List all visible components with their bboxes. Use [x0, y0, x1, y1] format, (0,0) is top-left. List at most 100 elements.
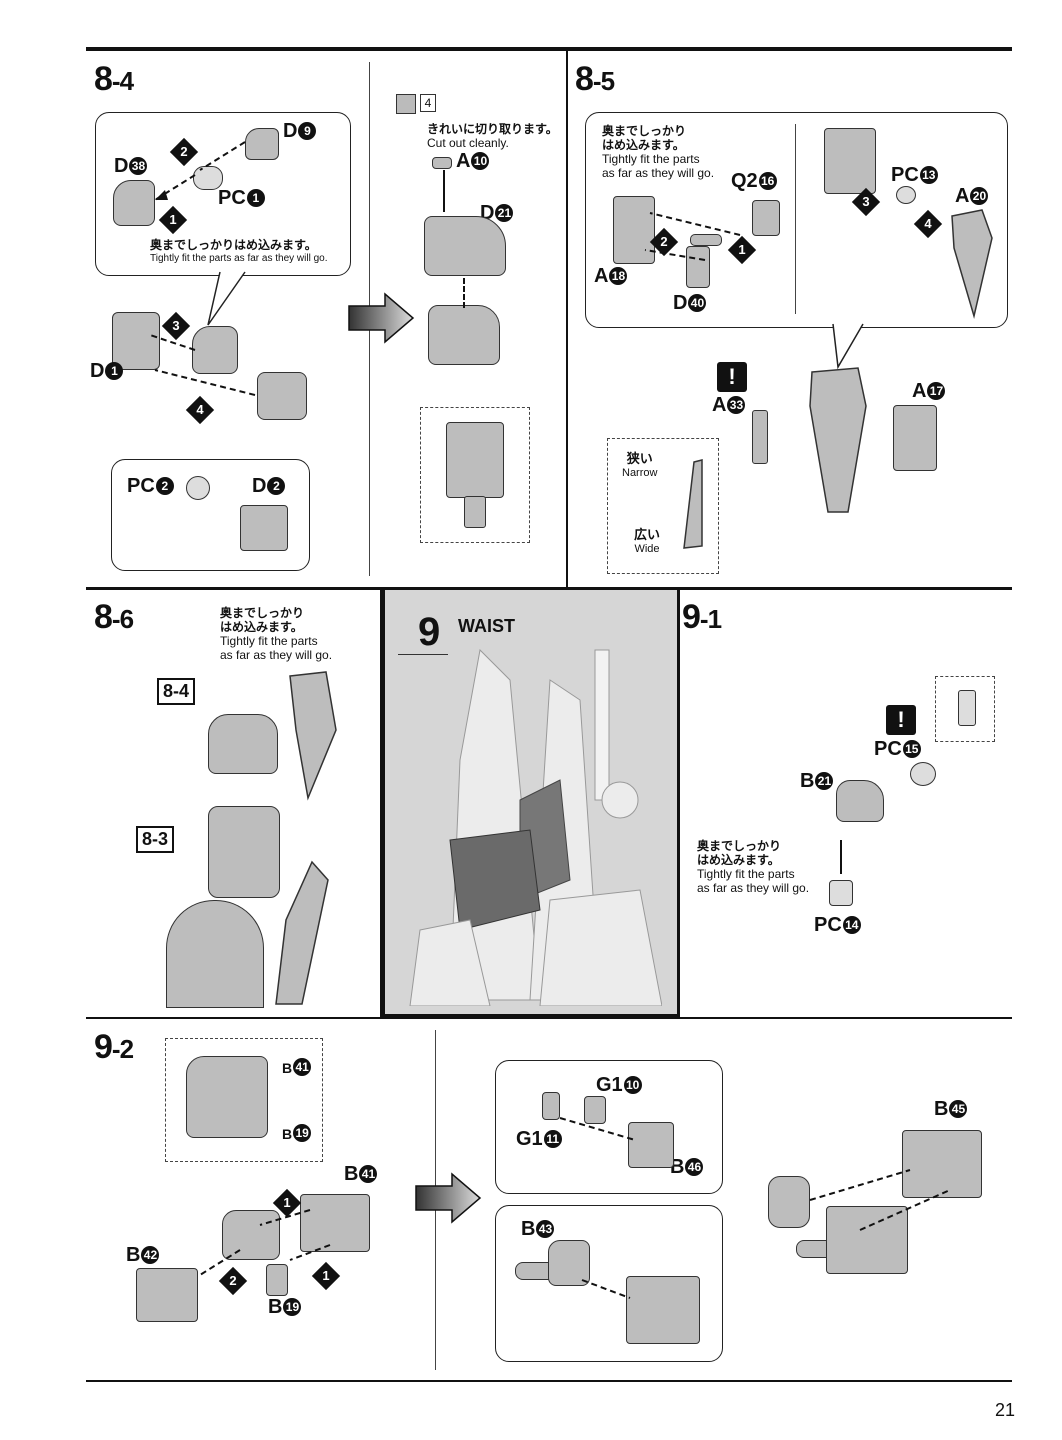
step-9-2-title: 9-2	[94, 1028, 134, 1066]
part-shape-PC15	[910, 762, 936, 786]
flow-arrow-9-2	[415, 1172, 482, 1224]
part-shape-Q216	[752, 200, 780, 236]
part-shape-B19	[266, 1264, 288, 1296]
arrows-9-2-bottom	[581, 1279, 631, 1299]
part-shape-9-2-final	[826, 1206, 908, 1274]
part-shape-8-6-wing	[275, 860, 329, 1005]
part-shape-9-2-lower	[626, 1276, 700, 1344]
part-shape-8-6-blade	[289, 671, 337, 801]
note-cut-cleanly: きれいに切り取ります。 Cut out cleanly.	[427, 122, 558, 150]
part-shape-PC13	[896, 186, 916, 204]
part-shape-B42	[136, 1268, 198, 1322]
step-8-6-title: 8-6	[94, 598, 134, 636]
part-shape-A20	[951, 209, 993, 319]
arrows-8-4-top	[154, 141, 246, 201]
seq-1-8-4: 1	[158, 205, 188, 235]
ref-8-3: 8-3	[136, 826, 175, 853]
callout-9-2-top	[495, 1060, 723, 1194]
part-shape-8-5-blade	[809, 367, 867, 513]
top-rule	[86, 47, 1012, 51]
part-shape-8-4-detail-peg	[464, 496, 486, 528]
part-shape-8-4-body	[192, 326, 238, 374]
part-shape-PC1	[193, 166, 223, 190]
tool-icon-box	[396, 94, 416, 114]
step-8-5-title: 8-5	[575, 60, 615, 98]
arrow-down-8-4	[443, 170, 445, 212]
warning-icon-9-1: !	[886, 705, 916, 735]
arrow-down-8-4-b	[463, 278, 465, 308]
part-shape-B46	[628, 1122, 674, 1168]
note-fit-8-5: 奥までしっかり はめ込みます。 Tightly fit the parts as…	[602, 124, 715, 180]
part-shape-D1	[112, 312, 160, 370]
part-shape-B21	[836, 780, 884, 822]
part-shape-D40	[686, 246, 710, 288]
arrow-up-9-1	[840, 840, 842, 874]
warning-icon-8-5: !	[717, 362, 747, 392]
tool-number-box: 4	[420, 94, 436, 112]
rule-mid-1	[86, 587, 1012, 590]
rule-mid-2	[86, 1017, 1012, 1019]
part-shape-9-2-detail	[186, 1056, 268, 1138]
part-shape-B43-body	[548, 1240, 590, 1286]
note-fit-8-6: 奥までしっかり はめ込みます。 Tightly fit the parts as…	[220, 606, 333, 662]
seq-2-8-4: 2	[169, 137, 199, 167]
part-shape-A17	[893, 405, 937, 471]
step-9-underline	[398, 654, 448, 655]
part-shape-D2	[240, 505, 288, 551]
part-shape-A33	[752, 410, 768, 464]
step-9-1-title: 9-1	[682, 598, 722, 636]
part-shape-8-6-torso	[208, 806, 280, 898]
bottom-rule	[86, 1380, 1012, 1382]
part-shape-D38	[113, 180, 155, 226]
arrows-8-5-left	[644, 212, 741, 261]
flow-arrow-8-4	[348, 292, 415, 344]
part-shape-8-6-shoulder	[208, 714, 278, 774]
part-shape-B41	[300, 1194, 370, 1252]
part-shape-8-5-profile	[683, 459, 703, 549]
part-shape-D21	[424, 216, 506, 276]
page-number: 21	[995, 1400, 1016, 1420]
callout-tail-8-4	[207, 271, 246, 326]
ref-8-4: 8-4	[157, 678, 196, 705]
part-shape-A18	[613, 196, 655, 264]
part-shape-D9	[245, 128, 279, 160]
part-shape-G111	[542, 1092, 560, 1120]
part-shape-8-5-upper	[824, 128, 876, 194]
seq-3-8-5: 3	[851, 187, 881, 217]
arrows-8-4-mid	[149, 334, 256, 396]
seq-4-8-5: 4	[913, 209, 943, 239]
part-shape-A10	[432, 157, 452, 169]
part-shape-9-2-side	[768, 1176, 810, 1228]
step-9-subtitle: WAIST	[458, 616, 515, 636]
arrows-9-2-final	[809, 1169, 951, 1231]
waist-illustration	[409, 648, 662, 1006]
part-shape-PC14	[829, 880, 853, 906]
